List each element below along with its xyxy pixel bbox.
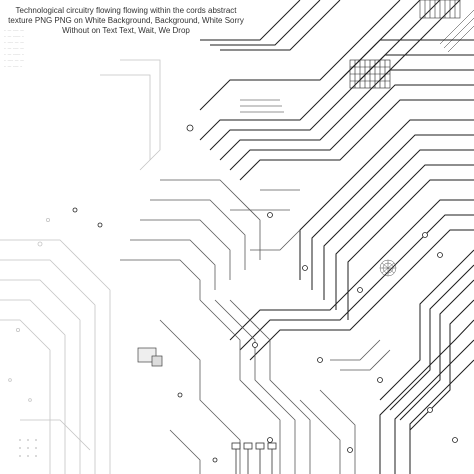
via-pads bbox=[72, 124, 458, 463]
caption-text: Technological circuitry flowing flowing … bbox=[8, 6, 244, 35]
main-trace-bundle bbox=[199, 0, 474, 474]
chip-grid-right bbox=[419, 0, 461, 19]
round-chip bbox=[379, 259, 397, 277]
fine-line-cluster bbox=[240, 9, 474, 113]
faded-left-traces bbox=[0, 59, 161, 474]
secondary-traces bbox=[120, 179, 391, 474]
chip-grid-top bbox=[349, 59, 391, 89]
faint-side-notes: — —— ——— —— — —— ———— — — ——— —— —— — ——… bbox=[4, 28, 24, 68]
chip-square-bottom bbox=[137, 347, 163, 367]
connector-strip bbox=[231, 442, 277, 474]
dotted-grid-patch bbox=[19, 439, 37, 457]
